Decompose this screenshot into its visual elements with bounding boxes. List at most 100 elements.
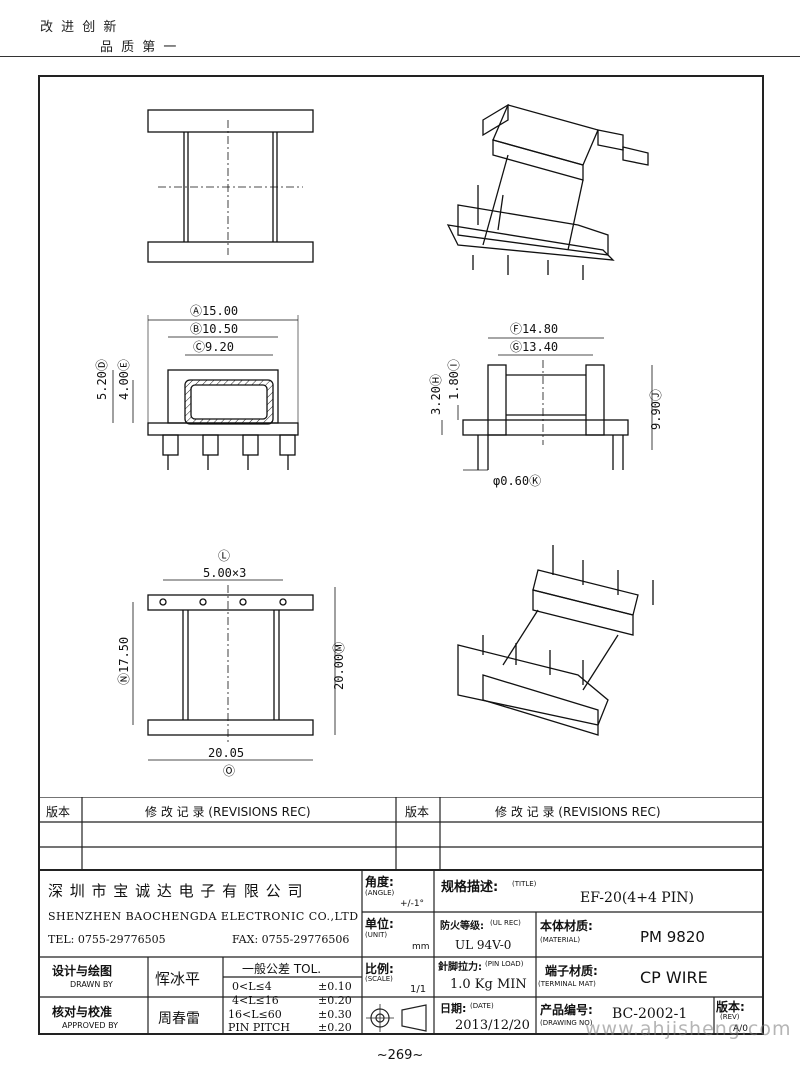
svg-text:4.00Ⓔ: 4.00Ⓔ: [117, 359, 131, 400]
drawn-by-label: 设计与绘图: [52, 964, 113, 978]
revision-version-label-2: 版本: [405, 805, 430, 819]
dim-value-f: 14.80: [522, 322, 558, 336]
dim-label-l: Ⓛ: [218, 549, 230, 563]
svg-text:3.20Ⓗ: 3.20Ⓗ: [429, 374, 443, 415]
terminal-label: 端子材质:: [545, 964, 598, 978]
dim-label-k: Ⓚ: [529, 474, 541, 488]
date-value: 2013/12/20: [455, 1018, 530, 1033]
dim-value-o: 20.05: [208, 746, 244, 760]
slogan-line-2: 品 质 第 一: [100, 40, 179, 55]
unit-label: 单位:: [365, 917, 394, 931]
page-number: ~269~: [376, 1048, 424, 1063]
svg-text:Ⓐ15.00: Ⓐ15.00: [190, 304, 238, 318]
title-block-grid: [38, 797, 764, 1035]
svg-text:φ0.60Ⓚ: φ0.60Ⓚ: [493, 474, 541, 488]
svg-text:9.90Ⓙ: 9.90Ⓙ: [649, 389, 663, 430]
front-view: [112, 315, 299, 470]
dim-value-k: φ0.60: [493, 474, 529, 488]
rev-value: A/0: [733, 1024, 748, 1034]
dim-label-d: Ⓓ: [95, 359, 109, 371]
svg-text:Ⓒ9.20: Ⓒ9.20: [193, 340, 234, 354]
revision-title-2: 修 改 记 录 (REVISIONS REC): [495, 805, 661, 819]
drawn-by-name: 恽冰平: [155, 970, 201, 988]
date-label-en: (DATE): [470, 1002, 494, 1010]
top-view: [147, 109, 314, 263]
dim-label-e: Ⓔ: [117, 359, 131, 371]
material-value: PM 9820: [640, 928, 705, 946]
dim-value-j: 9.90: [649, 401, 663, 430]
angle-label: 角度:: [365, 875, 394, 889]
material-label-en: (MATERIAL): [540, 936, 581, 944]
drawn-by-label-en: DRAWN BY: [70, 980, 113, 989]
pin-load-label: 針脚拉力:: [438, 962, 482, 973]
svg-text:5.20Ⓓ: 5.20Ⓓ: [95, 359, 109, 400]
rev-label-en: (REV): [720, 1013, 740, 1021]
slogan-line-1: 改 进 创 新: [40, 20, 119, 35]
dim-label-o: Ⓞ: [223, 764, 235, 778]
terminal-label-en: (TERMINAL MAT): [538, 980, 596, 988]
rev-label: 版本:: [716, 1000, 745, 1014]
drawing-no-label: 产品编号:: [540, 1003, 593, 1017]
company-fax: FAX: 0755-29776506: [232, 933, 350, 946]
dim-value-a: 15.00: [202, 304, 238, 318]
tolerance-range-3: 16<L≤60: [228, 1008, 282, 1021]
tolerance-range-4: PIN PITCH: [228, 1021, 290, 1034]
dim-value-n: 17.50: [117, 637, 131, 673]
dim-label-g: Ⓖ: [510, 340, 522, 354]
terminal-value: CP WIRE: [640, 968, 708, 987]
approved-by-label-en: APPROVED BY: [62, 1021, 119, 1030]
svg-text:Ⓑ10.50: Ⓑ10.50: [190, 322, 238, 336]
approved-by-name: 周春雷: [158, 1011, 200, 1027]
tolerance-value-4: ±0.20: [318, 1021, 352, 1034]
dim-label-n: Ⓝ: [117, 673, 131, 685]
company-name-en: SHENZHEN BAOCHENGDA ELECTRONIC CO.,LTD: [48, 910, 359, 923]
drawing-frame: [38, 75, 764, 1035]
dim-value-g: 13.40: [522, 340, 558, 354]
isometric-view-1: [446, 103, 649, 280]
dim-value-i: 1.80: [447, 371, 461, 400]
unit-label-en: (UNIT): [365, 931, 388, 939]
company-name-cn: 深 圳 市 宝 诚 达 电 子 有 限 公 司: [48, 882, 304, 900]
technical-drawing: Ⓐ15.00 Ⓑ10.50 Ⓒ9.20 5.20Ⓓ 4.00Ⓔ Ⓕ14.80 Ⓖ…: [95, 103, 663, 778]
dim-value-e: 4.00: [117, 371, 131, 400]
title-label: 规格描述:: [441, 880, 499, 895]
dim-label-j: Ⓙ: [649, 389, 663, 401]
dim-label-a: Ⓐ: [190, 304, 202, 318]
revision-title-1: 修 改 记 录 (REVISIONS REC): [145, 805, 311, 819]
drawing-no-label-en: (DRAWING NO): [540, 1019, 593, 1027]
tolerance-range-2: 4<L≤16: [232, 994, 279, 1007]
watermark: www.ahjisheng.com: [585, 1018, 792, 1040]
svg-text:Ⓖ13.40: Ⓖ13.40: [510, 340, 558, 354]
dim-label-b: Ⓑ: [190, 322, 202, 336]
header-rule: [0, 56, 800, 57]
title-label-en: (TITLE): [512, 880, 537, 888]
dim-value-l: 5.00×3: [203, 566, 246, 580]
tolerance-value-3: ±0.30: [318, 1008, 352, 1021]
date-label: 日期:: [440, 1002, 467, 1015]
tolerance-range-1: 0<L≤4: [232, 980, 272, 993]
dim-label-i: Ⓘ: [447, 359, 461, 371]
tolerance-title: 一般公差 TOL.: [242, 962, 322, 976]
scale-label-en: (SCALE): [365, 975, 393, 983]
angle-label-en: (ANGLE): [365, 889, 395, 897]
projection-symbol-icon: [366, 1004, 427, 1032]
revision-version-label-1: 版本: [46, 805, 71, 819]
isometric-view-2: [457, 545, 654, 736]
pin-load-value: 1.0 Kg MIN: [450, 977, 527, 992]
pin-load-label-en: (PIN LOAD): [485, 960, 524, 968]
unit-value: mm: [412, 942, 430, 952]
dim-value-b: 10.50: [202, 322, 238, 336]
scale-label: 比例:: [365, 962, 394, 976]
dim-value-d: 5.20: [95, 371, 109, 400]
dim-label-f: Ⓕ: [510, 322, 522, 336]
svg-text:20.00Ⓜ: 20.00Ⓜ: [332, 642, 346, 690]
svg-text:1.80Ⓘ: 1.80Ⓘ: [447, 359, 461, 400]
dim-value-h: 3.20: [429, 386, 443, 415]
approved-by-label: 核对与校准: [52, 1005, 113, 1019]
svg-text:Ⓝ17.50: Ⓝ17.50: [117, 637, 131, 685]
dim-value-m: 20.00: [332, 654, 346, 690]
side-view: [441, 337, 653, 471]
company-tel: TEL: 0755-29776505: [48, 933, 166, 946]
dim-value-c: 9.20: [205, 340, 234, 354]
bottom-view: [132, 579, 336, 761]
